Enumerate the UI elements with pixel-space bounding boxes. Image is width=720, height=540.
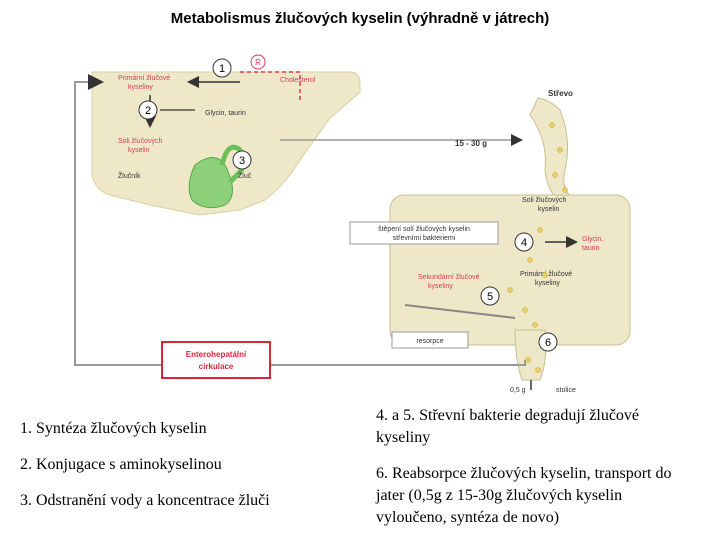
step-3-marker: 3	[232, 150, 252, 170]
bile-salts-label-2: kyselin	[128, 147, 150, 154]
bile-acid-diagram: Enterohepatální cirkulace 1 R 2 3 4 5 6 …	[74, 54, 631, 394]
reductase-arrow	[240, 71, 301, 100]
resorption-box	[391, 331, 469, 349]
intestine-upper	[529, 97, 592, 216]
circulation-label-1: Enterohepatální	[186, 350, 247, 359]
legend-item-4-5: 4. a 5. Střevní bakterie degradují žlučo…	[376, 407, 640, 446]
step-2-marker: 2	[138, 100, 158, 120]
primary-acids-label-2: kyseliny	[128, 84, 153, 91]
resorption-label: resorpce	[416, 338, 443, 345]
glycine-liver-label: Glycin, taurin	[205, 110, 246, 117]
bile-salts-label-1: Soli žlučových	[118, 138, 162, 145]
cleavage-label-2: střevními bakteriemi	[393, 235, 456, 242]
step-6-marker: 6	[538, 332, 558, 352]
step-1-marker: 1	[212, 58, 232, 78]
secondary-label-2: kyseliny	[428, 283, 453, 290]
step-4-marker: 4	[514, 232, 534, 252]
stool-label: stolice	[556, 387, 576, 394]
gallbladder-shape	[188, 157, 233, 209]
svg-text:R: R	[255, 58, 261, 67]
step-5-marker: 5	[480, 286, 500, 306]
amount-label: 15 - 30 g	[455, 139, 487, 148]
legend-item-6: 6. Reabsorpce žlučových kyselin, transpo…	[376, 465, 672, 526]
liver-shape	[91, 71, 361, 216]
bile-label: Žluč	[238, 171, 252, 180]
intestine-box	[389, 194, 631, 346]
gut-salts-label-2: kyselin	[538, 206, 560, 213]
svg-text:3: 3	[239, 155, 245, 167]
svg-text:6: 6	[545, 337, 551, 349]
page-title: Metabolismus žlučových kyselin (výhradně…	[170, 10, 550, 27]
gallbladder-label: Žlučník	[118, 171, 141, 180]
svg-text:4: 4	[521, 237, 527, 249]
legend-left: 1. Syntéza žlučových kyselin 2. Konjugac…	[20, 418, 340, 512]
primary-acids-label-1: Primární žlučové	[118, 75, 170, 82]
glycine-gut-label-1: Glycin,	[582, 236, 603, 243]
legend-item-2: 2. Konjugace s aminokyselinou	[20, 456, 222, 473]
reductase-marker: R	[250, 54, 266, 70]
legend-item-1: 1. Syntéza žlučových kyselin	[20, 420, 207, 437]
glycine-gut-label-2: taurin	[582, 245, 600, 252]
svg-text:5: 5	[487, 291, 493, 303]
cleavage-label-1: štěpení solí žlučových kyselin	[378, 226, 470, 233]
stool-amount-label: 0,5 g	[510, 387, 526, 394]
gut-salts-label-1: Soli žlučových	[522, 197, 566, 204]
intestine-label: Střevo	[548, 89, 573, 98]
svg-text:2: 2	[145, 105, 151, 117]
bile-acid-particles	[507, 122, 568, 373]
circulation-loop	[74, 82, 526, 366]
secondary-label-1: Sekundární žlučové	[418, 274, 480, 281]
legend-item-3: 3. Odstranění vody a koncentrace žluči	[20, 492, 270, 509]
cleavage-box	[349, 221, 499, 245]
circulation-label-2: cirkulace	[199, 362, 234, 371]
svg-text:1: 1	[219, 63, 225, 75]
primary-gut-label-2: kyseliny	[535, 280, 560, 287]
arrow-resorption	[404, 304, 516, 319]
legend-right: 4. a 5. Střevní bakterie degradují žlučo…	[376, 405, 696, 529]
circulation-box	[161, 341, 271, 379]
cholesterol-label: Cholesterol	[280, 77, 316, 84]
